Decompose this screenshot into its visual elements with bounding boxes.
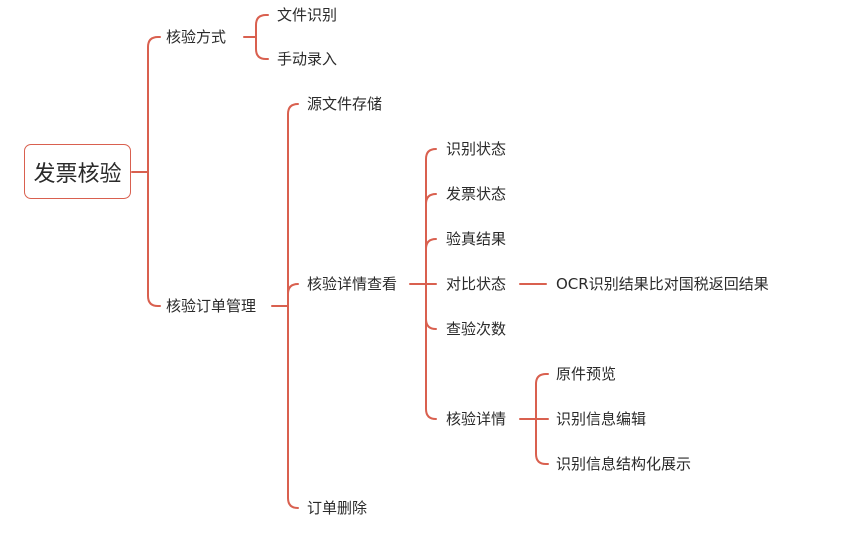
node-compare-note[interactable]: OCR识别结果比对国税返回结果 <box>556 275 769 293</box>
node-recognition-edit[interactable]: 识别信息编辑 <box>556 410 647 428</box>
node-order-management[interactable]: 核验订单管理 <box>166 297 257 315</box>
node-compare-status[interactable]: 对比状态 <box>446 275 507 293</box>
node-invoice-status[interactable]: 发票状态 <box>446 185 507 203</box>
node-recognition-status[interactable]: 识别状态 <box>446 140 507 158</box>
connector-root <box>131 36 161 307</box>
node-detail-view[interactable]: 核验详情查看 <box>307 275 398 293</box>
node-original-preview[interactable]: 原件预览 <box>556 365 617 383</box>
root-node-label: 发票核验 <box>33 161 122 187</box>
node-order-delete[interactable]: 订单删除 <box>307 499 368 517</box>
node-verification-method[interactable]: 核验方式 <box>166 28 227 46</box>
node-verify-detail[interactable]: 核验详情 <box>446 410 507 428</box>
connector-verify-detail <box>519 373 549 465</box>
node-structured-display[interactable]: 识别信息结构化展示 <box>556 455 692 473</box>
node-file-recognition[interactable]: 文件识别 <box>277 6 338 24</box>
node-source-file-storage[interactable]: 源文件存储 <box>307 95 383 113</box>
node-manual-entry[interactable]: 手动录入 <box>277 50 338 68</box>
node-verify-result[interactable]: 验真结果 <box>446 230 507 248</box>
root-node[interactable]: 发票核验 <box>24 144 131 199</box>
connector-detail-view <box>409 148 437 420</box>
connector-method <box>243 14 269 60</box>
node-query-count[interactable]: 查验次数 <box>446 320 507 338</box>
connector-order <box>271 103 299 509</box>
